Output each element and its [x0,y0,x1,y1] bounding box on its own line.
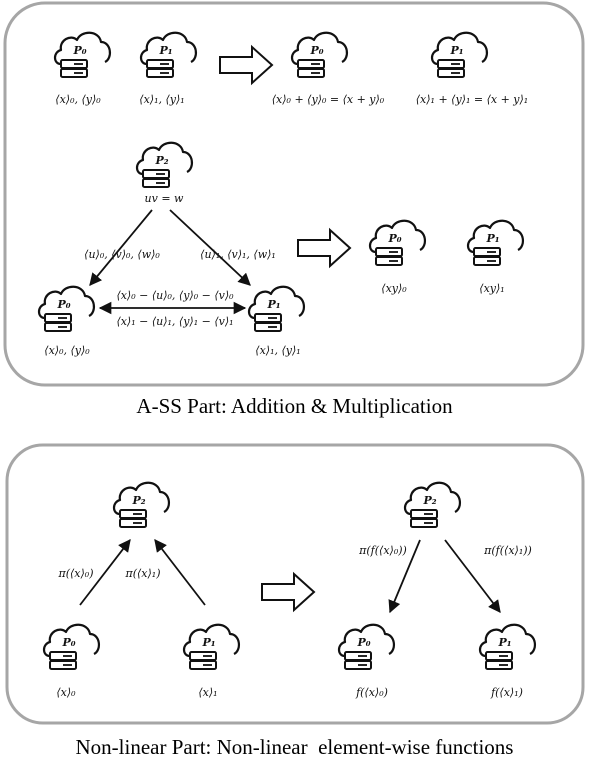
edge-p1-to-p2 [154,539,206,606]
edge-p0-to-p2 [79,539,131,606]
party-name: P₁ [449,44,463,57]
b-right-p2-party: P₂ [403,481,462,529]
edge-label: π(f(⟨x⟩₀)) [358,544,407,557]
party-name: P₂ [154,154,168,167]
party-label: uv = w [145,192,185,205]
a-row1-p1-output-party: P₁ ⟨x⟩₁ + ⟨y⟩₁ = ⟨x + y⟩₁ [416,31,528,106]
a-row1-p0-party: P₀ ⟨x⟩₀, ⟨y⟩₀ [53,31,112,106]
a-row2-p1-party: P₁ ⟨x⟩₁, ⟨y⟩₁ [247,285,306,357]
edge-label: ⟨x⟩₀ − ⟨u⟩₀, ⟨y⟩₀ − ⟨v⟩₀ [116,289,234,302]
party-label: f(⟨x⟩₁) [490,686,523,699]
party-name: P₁ [485,232,499,245]
edge-label: π(f(⟨x⟩₁)) [483,544,532,557]
b-left-p0-party: P₀ ⟨x⟩₀ [42,623,101,699]
party-label: ⟨x⟩₀ + ⟨y⟩₀ = ⟨x + y⟩₀ [272,93,385,106]
edge-p2-to-p1-out [444,539,501,614]
edge-p2-to-p1 [169,209,251,286]
a-row2-p0-output-party: P₀ ⟨xy⟩₀ [368,219,427,295]
party-label: ⟨xy⟩₁ [479,282,504,295]
party-name: P₁ [158,44,172,57]
party-label: ⟨x⟩₁, ⟨y⟩₁ [139,93,184,106]
a-row2-p0-party: P₀ ⟨x⟩₀, ⟨y⟩₀ [37,285,96,357]
edge-p2-to-p0 [89,209,153,286]
party-label: ⟨x⟩₁, ⟨y⟩₁ [255,344,300,357]
panel-a-caption: A-SS Part: Addition & Multiplication [136,394,453,418]
party-name: P₂ [422,494,436,507]
party-label: ⟨xy⟩₀ [381,282,407,295]
party-name: P₀ [387,232,401,245]
party-name: P₀ [61,636,75,649]
party-label: ⟨x⟩₀ [56,686,76,699]
edge-label: π(⟨x⟩₀) [57,567,93,580]
party-label: ⟨x⟩₀, ⟨y⟩₀ [44,344,90,357]
edge-label: ⟨u⟩₁, ⟨v⟩₁, ⟨w⟩₁ [200,248,276,261]
party-label: f(⟨x⟩₀) [355,686,388,699]
panel-b-caption: Non-linear Part: Non-linear element-wise… [75,735,514,759]
a-row2-p2-party: P₂ uv = w [135,141,194,205]
party-name: P₁ [201,636,215,649]
party-name: P₀ [56,298,70,311]
a-row2-p1-output-party: P₁ ⟨xy⟩₁ [466,219,525,295]
b-right-p0-party: P₀ f(⟨x⟩₀) [337,623,396,699]
party-name: P₁ [266,298,280,311]
party-name: P₀ [72,44,86,57]
party-label: ⟨x⟩₀, ⟨y⟩₀ [55,93,101,106]
party-label: ⟨x⟩₁ [198,686,217,699]
party-name: P₀ [356,636,370,649]
party-label: ⟨x⟩₁ + ⟨y⟩₁ = ⟨x + y⟩₁ [416,93,528,106]
edge-label: ⟨u⟩₀, ⟨v⟩₀, ⟨w⟩₀ [84,248,160,261]
party-name: P₀ [309,44,323,57]
b-left-p2-party: P₂ [112,481,171,529]
a-row1-p1-party: P₁ ⟨x⟩₁, ⟨y⟩₁ [139,31,198,106]
edge-label: ⟨x⟩₁ − ⟨u⟩₁, ⟨y⟩₁ − ⟨v⟩₁ [116,315,233,328]
edge-label: π(⟨x⟩₁) [124,567,160,580]
a-row1-p0-output-party: P₀ ⟨x⟩₀ + ⟨y⟩₀ = ⟨x + y⟩₀ [272,31,385,106]
edge-p2-to-p0-out [388,539,421,614]
b-left-p1-party: P₁ ⟨x⟩₁ [182,623,241,699]
party-name: P₂ [131,494,145,507]
panel-a-frame [3,1,585,387]
party-name: P₁ [497,636,511,649]
b-right-p1-party: P₁ f(⟨x⟩₁) [478,623,537,699]
